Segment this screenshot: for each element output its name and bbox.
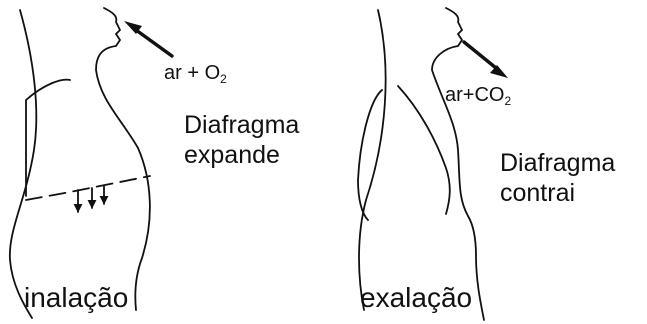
exhalation-note-line2: contrai <box>500 179 576 207</box>
exhalation-note-line1: Diafragma <box>500 149 616 177</box>
exhalation-face-profile <box>431 7 485 321</box>
inhalation-note: Diafragma expande <box>184 110 299 170</box>
inhalation-caption: inalação <box>24 282 129 313</box>
exhalation-lung-outline <box>357 89 383 221</box>
inhalation-gas-subscript: 2 <box>220 72 227 86</box>
exhalation-gas-text: ar+CO <box>445 84 505 106</box>
inhalation-face-profile <box>95 7 151 311</box>
inhalation-diaphragm-line <box>25 175 151 201</box>
exhalation-gas-label: ar+CO2 <box>445 84 512 108</box>
inhalation-note-line1: Diafragma <box>184 111 300 139</box>
exhalation-note: Diafragma contrai <box>500 148 615 208</box>
exhalation-back-outline <box>358 9 387 311</box>
inhalation-back-outline <box>9 9 38 319</box>
inhalation-note-line2: expande <box>184 141 280 169</box>
inhalation-lung-outline <box>25 78 71 197</box>
exhalation-diaphragm-curve <box>397 85 451 215</box>
exhalation-caption: exalação <box>360 282 473 313</box>
inhalation-gas-label: ar + O2 <box>164 62 227 86</box>
exhalation-airflow-arrow <box>462 40 508 78</box>
inhalation-figure <box>9 7 174 319</box>
exhalation-figure <box>357 7 508 321</box>
inhalation-gas-text: ar + O <box>164 62 221 84</box>
exhalation-gas-subscript: 2 <box>504 94 512 108</box>
inhalation-airflow-arrow <box>124 21 174 58</box>
